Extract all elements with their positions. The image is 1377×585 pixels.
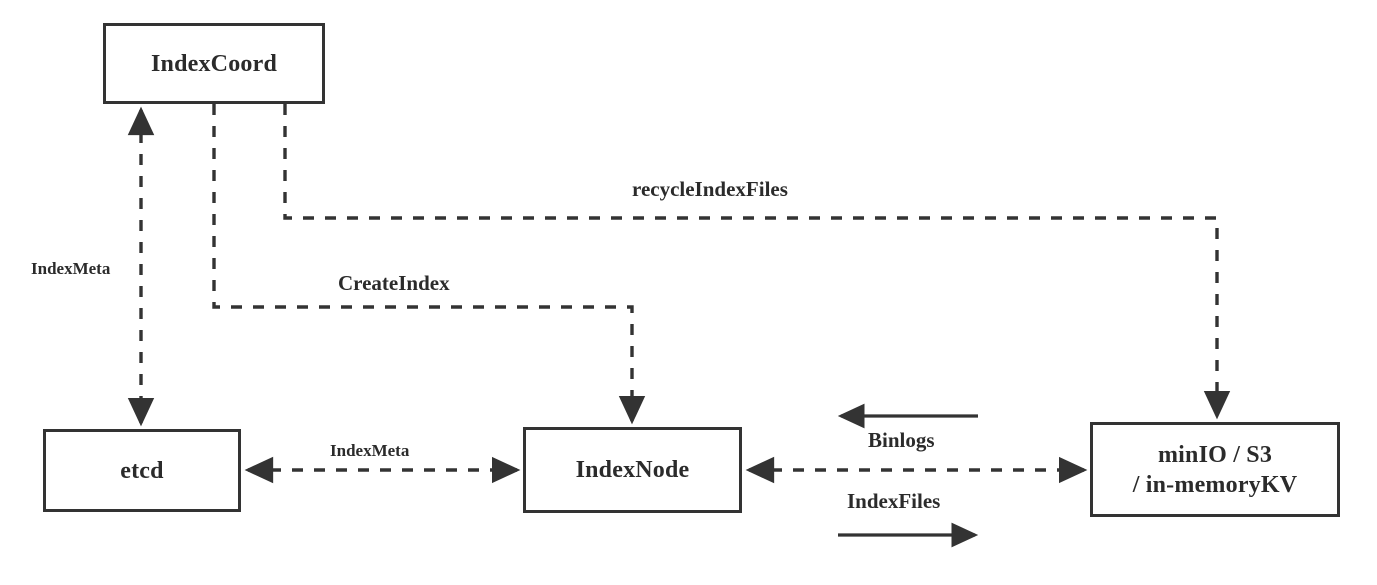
edge-line bbox=[283, 104, 1231, 420]
edge-label-indexmeta-left: IndexMeta bbox=[31, 259, 111, 278]
node-indexcoord-label: IndexCoord bbox=[150, 50, 278, 77]
node-minio-label-line2: / in-memoryKV bbox=[1132, 471, 1298, 498]
edge-label-recycleindexfiles: recycleIndexFiles bbox=[632, 177, 788, 201]
node-minio-label-line1: minIO / S3 bbox=[1157, 441, 1273, 468]
node-minio[interactable]: minIO / S3 / in-memoryKV bbox=[1090, 422, 1340, 517]
node-indexnode-label: IndexNode bbox=[575, 457, 690, 483]
node-indexnode[interactable]: IndexNode bbox=[523, 427, 742, 513]
edge-label-binlogs: Binlogs bbox=[868, 428, 935, 452]
edge-label-indexmeta-mid: IndexMeta bbox=[330, 441, 410, 460]
node-etcd[interactable]: etcd bbox=[43, 429, 241, 512]
edge-label-createindex: CreateIndex bbox=[338, 271, 450, 295]
edge-label-indexfiles: IndexFiles bbox=[847, 489, 941, 513]
edge-line bbox=[212, 104, 646, 425]
node-etcd-label: etcd bbox=[120, 457, 164, 484]
edge-createindex bbox=[212, 104, 646, 425]
node-indexcoord[interactable]: IndexCoord bbox=[103, 23, 325, 104]
edge-recycleindexfiles bbox=[283, 104, 1231, 420]
